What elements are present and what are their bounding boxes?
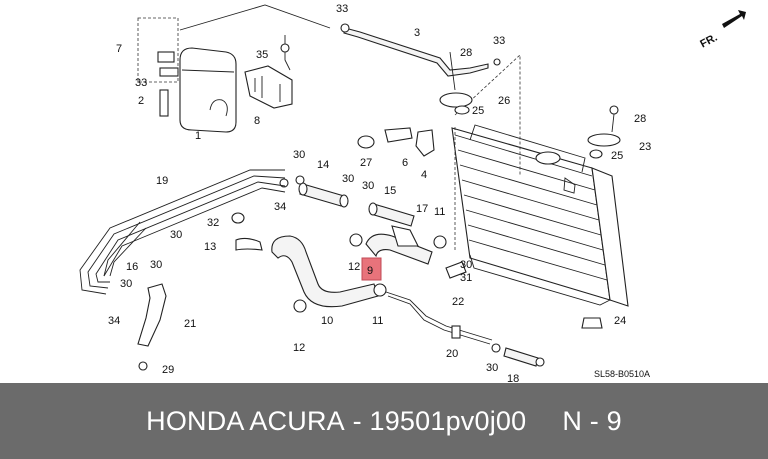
callout-label: 2 (138, 95, 144, 107)
callout-label: 30 (150, 259, 162, 271)
reference-separator: - (589, 405, 599, 436)
callout-label: 30 (170, 229, 182, 241)
callout-label: 33 (336, 3, 348, 15)
callout-label: 14 (317, 159, 329, 171)
callout-label: 29 (162, 364, 174, 376)
callout-label: 32 (207, 217, 219, 229)
callout-label: 28 (634, 113, 646, 125)
drawing-code: SL58-B0510A (594, 369, 650, 379)
callout-label: 34 (108, 315, 120, 327)
callout-label: 15 (384, 185, 396, 197)
brand-label: HONDA ACURA (146, 405, 345, 436)
callout-label: 11 (372, 315, 383, 327)
callout-label: 17 (416, 203, 428, 215)
callout-label: 30 (362, 180, 374, 192)
callout-label: 30 (342, 173, 354, 185)
callout-label: 1 (195, 130, 201, 142)
callout-label: 10 (321, 315, 333, 327)
radiator (451, 124, 629, 307)
callout-label: 22 (452, 296, 464, 308)
callout-label: 25 (611, 150, 623, 162)
callout-label: 3 (414, 27, 420, 39)
front-direction-arrow: FR. (698, 10, 746, 51)
callout-label: 27 (360, 157, 372, 169)
callout-label: 20 (446, 348, 458, 360)
reference-number: 9 (606, 405, 622, 436)
callout-label: 21 (184, 318, 196, 330)
callout-label: 33 (493, 35, 505, 47)
callout-label: 18 (507, 373, 519, 383)
callout-label: 13 (204, 241, 216, 253)
callout-label: 16 (126, 261, 138, 273)
reference-letter: N (562, 405, 583, 436)
callout-label: 30 (460, 259, 472, 271)
callout-label: 4 (421, 169, 427, 181)
reserve-tank (157, 47, 237, 133)
callout-label: 7 (116, 43, 122, 55)
bracket-8 (244, 65, 293, 109)
callout-labels: 33 3 7 35 28 33 26 25 2 33 1 8 28 23 25 … (108, 3, 651, 383)
part-caption-bar: HONDA ACURA - 19501pv0j00 N - 9 (0, 383, 768, 459)
callout-label: 30 (293, 149, 305, 161)
parts-diagram: FR. 33 3 7 35 28 33 26 25 2 33 1 8 28 23… (79, 3, 746, 383)
part-number: 19501pv0j00 (369, 405, 527, 436)
callout-label: 28 (460, 47, 472, 59)
callout-label: 23 (639, 141, 651, 153)
callout-label: 31 (460, 272, 472, 284)
front-marker-label: FR. (698, 32, 719, 51)
callout-label: 12 (348, 261, 360, 273)
callout-label: 30 (120, 278, 132, 290)
callout-label: 24 (614, 315, 626, 327)
callout-label: 30 (486, 362, 498, 374)
callout-label: 34 (274, 201, 286, 213)
callout-label: 12 (293, 342, 305, 354)
callout-label: 35 (256, 49, 268, 61)
callout-label: 11 (434, 206, 445, 218)
highlight-box (361, 257, 382, 281)
callout-label: 6 (402, 157, 408, 169)
brand-separator: - (352, 405, 362, 436)
callout-label: 25 (472, 105, 484, 117)
callout-label: 26 (498, 95, 510, 107)
highlighted-callout-label: 9 (367, 265, 373, 277)
callout-label: 33 (135, 77, 147, 89)
callout-label: 19 (156, 175, 168, 187)
callout-label: 8 (254, 115, 260, 127)
